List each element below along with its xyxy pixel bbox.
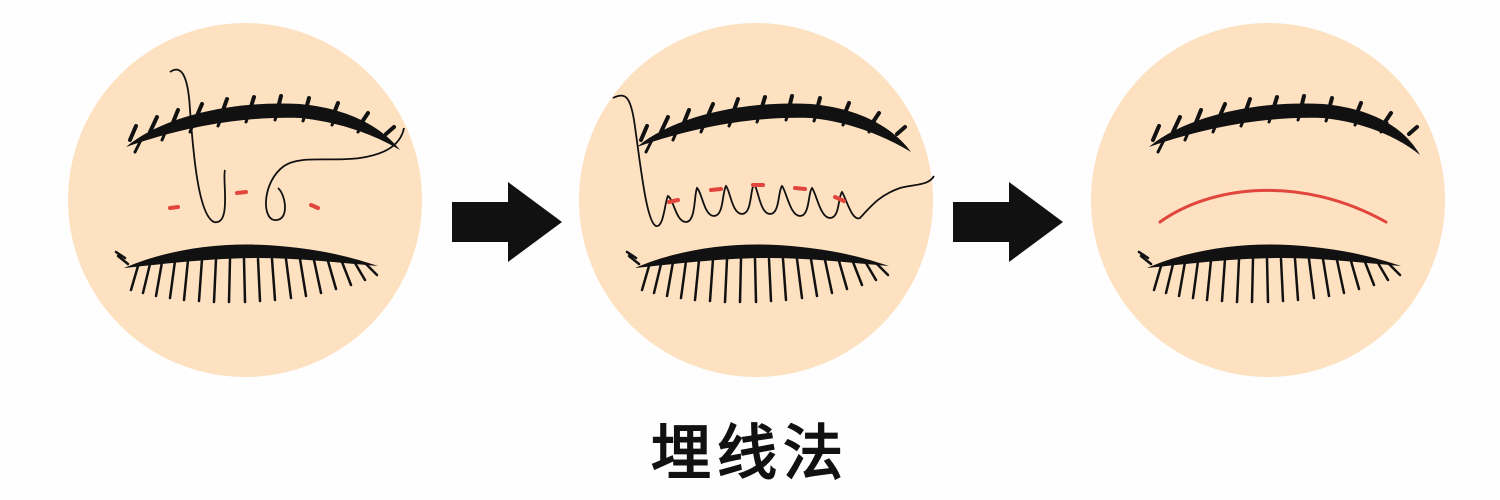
eyebrow [637, 94, 911, 154]
double-eyelid-crease [1158, 188, 1388, 224]
right-arrow [452, 182, 562, 262]
eyebrow [126, 94, 400, 154]
closed-eye [114, 244, 379, 304]
face-circle [579, 23, 933, 377]
right-arrow [953, 182, 1063, 262]
step-2-panel [579, 23, 935, 377]
step-3-panel [1091, 23, 1445, 377]
eyebrow [1149, 94, 1420, 155]
face-circle [68, 23, 422, 377]
step-1-panel [68, 23, 422, 377]
suture-thread [169, 68, 405, 223]
closed-eye [625, 244, 890, 304]
incision-marks [667, 183, 846, 204]
caption-title: 埋线法 [651, 419, 849, 489]
face-circle [1091, 23, 1445, 377]
incision-marks [168, 190, 320, 210]
closed-eye [1137, 244, 1402, 304]
